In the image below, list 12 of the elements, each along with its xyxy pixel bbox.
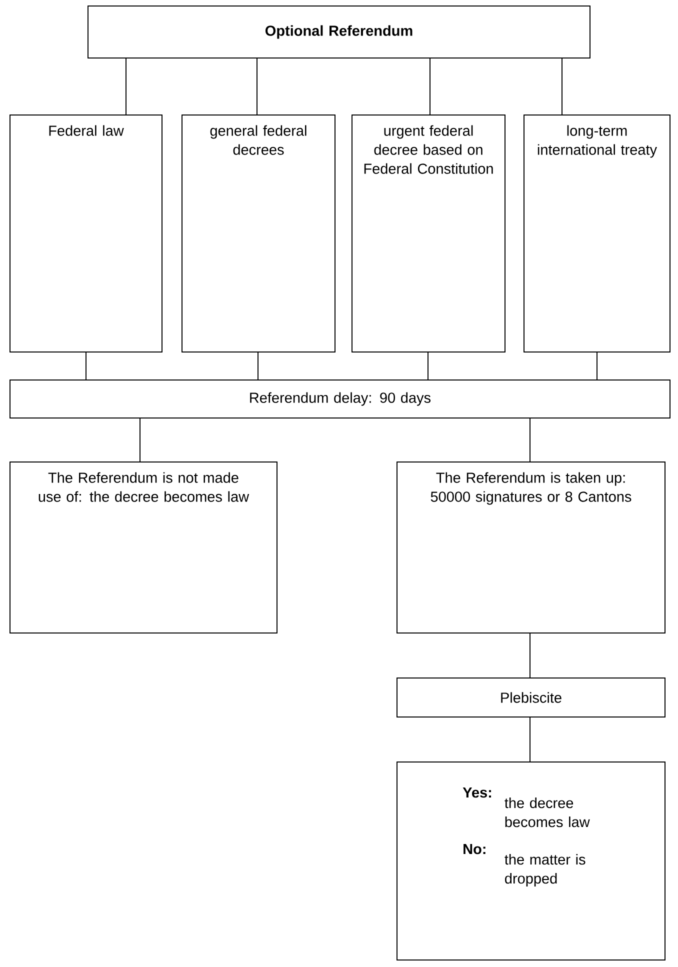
text-box: Referendum delay: 90 days xyxy=(10,380,670,418)
text-box: Federal law xyxy=(10,114,162,352)
connector-line xyxy=(596,352,598,380)
text-box: urgent federal decree based on Federal Constitution xyxy=(352,114,506,352)
text-box: The Referendum is taken up: 50000 signatures or 8 Cantons xyxy=(396,462,666,634)
text-box: Plebiscite xyxy=(396,678,666,718)
text-box: Yes: the decree becomes law No: the matter is dropped xyxy=(396,762,666,961)
text-box: long-term international treaty xyxy=(524,114,670,352)
text-box: Optional Referendum xyxy=(88,6,590,58)
connector-line xyxy=(256,58,258,116)
text-box: The Referendum is not made use of: the decree becomes law xyxy=(10,462,278,634)
text-box: general federal decrees xyxy=(182,114,336,352)
